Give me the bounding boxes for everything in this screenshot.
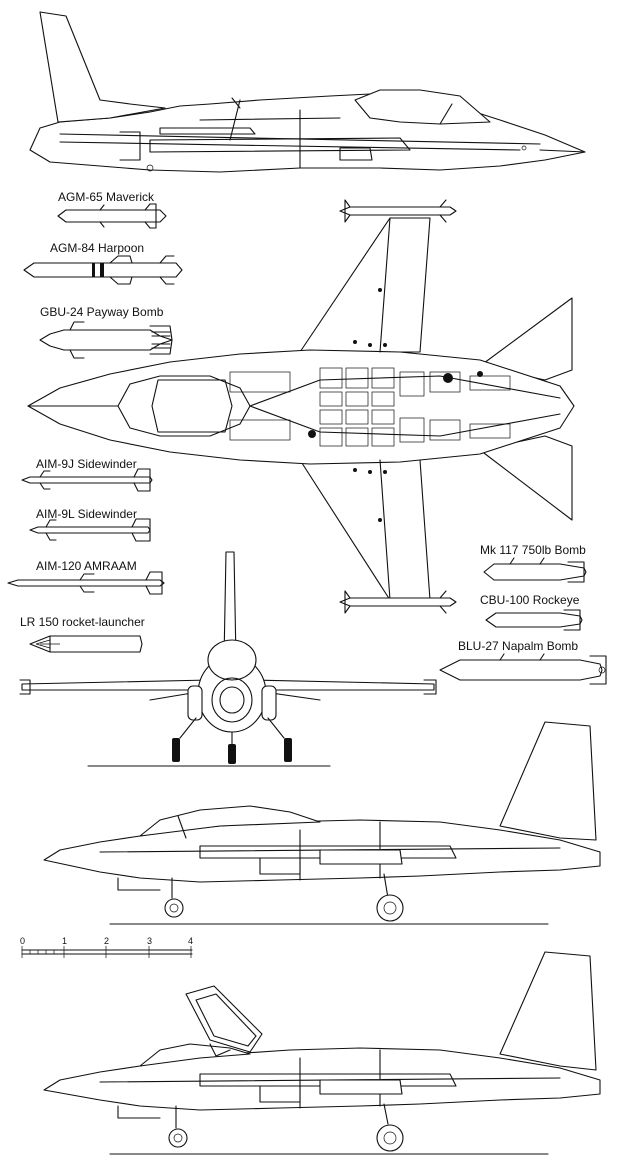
scale-tick-2: 2: [104, 936, 109, 946]
front-view: [19, 551, 437, 767]
store-agm84: AGM-84 Harpoon: [23, 241, 183, 285]
store-label-mk117: Mk 117 750lb Bomb: [480, 543, 586, 557]
scale-bar: 0 1 2 3 4: [20, 936, 193, 958]
scale-tick-0: 0: [20, 936, 25, 946]
side-view-middle: [43, 721, 601, 925]
store-label-lr150: LR 150 rocket-launcher: [20, 615, 145, 629]
wingtip-missile-bottom: [339, 590, 457, 614]
store-mk117: Mk 117 750lb Bomb: [480, 543, 587, 583]
plan-view: [27, 199, 575, 614]
store-aim120: AIM-120 AMRAAM: [7, 559, 165, 595]
store-blu27: BLU-27 Napalm Bomb: [439, 639, 607, 685]
store-label-gbu24: GBU-24 Payway Bomb: [40, 305, 164, 319]
wingtip-missile-top: [339, 199, 457, 223]
store-lr150: LR 150 rocket-launcher: [20, 615, 145, 653]
store-agm65: AGM-65 Maverick: [57, 190, 167, 229]
store-label-agm84: AGM-84 Harpoon: [50, 241, 144, 255]
store-label-cbu100: CBU-100 Rockeye: [480, 593, 580, 607]
store-label-aim9j: AIM-9J Sidewinder: [36, 457, 137, 471]
scale-tick-3: 3: [147, 936, 152, 946]
side-view-top: [29, 11, 586, 173]
store-label-blu27: BLU-27 Napalm Bomb: [458, 639, 578, 653]
scale-tick-4: 4: [188, 936, 193, 946]
store-cbu100: CBU-100 Rockeye: [480, 593, 583, 631]
store-aim9l: AIM-9L Sidewinder: [29, 507, 151, 542]
side-view-bottom-canopy-open: [43, 951, 601, 1155]
scale-tick-1: 1: [62, 936, 67, 946]
store-label-aim120: AIM-120 AMRAAM: [36, 559, 137, 573]
store-label-agm65: AGM-65 Maverick: [58, 190, 155, 204]
store-label-aim9l: AIM-9L Sidewinder: [36, 507, 137, 521]
store-gbu24: GBU-24 Payway Bomb: [39, 305, 173, 359]
store-aim9j: AIM-9J Sidewinder: [21, 457, 153, 492]
